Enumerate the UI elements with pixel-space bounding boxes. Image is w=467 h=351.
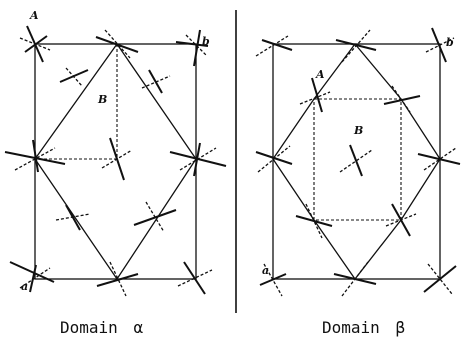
beta-label-b: b	[446, 36, 454, 49]
alpha-molecule-dashes	[14, 29, 217, 297]
alpha-label-b: b	[202, 35, 210, 48]
caption-alpha-symbol: α	[133, 318, 143, 337]
beta-label-a: a	[262, 264, 269, 277]
caption-beta-word: Domain	[322, 318, 380, 337]
alpha-label-A: A	[29, 9, 39, 22]
caption-beta: Domain β	[322, 318, 405, 337]
domain-alpha-panel	[4, 25, 227, 297]
domain-beta-panel	[255, 27, 461, 297]
alpha-label-B: B	[97, 93, 107, 106]
caption-alpha-word: Domain	[60, 318, 118, 337]
caption-beta-symbol: β	[395, 318, 405, 337]
alpha-label-a: a	[21, 280, 28, 293]
beta-dashed-subcell	[313, 98, 402, 221]
alpha-rhombus	[34, 42, 197, 281]
caption-alpha: Domain α	[60, 318, 143, 337]
beta-label-A: A	[315, 68, 325, 81]
beta-molecule-dashes	[255, 29, 457, 297]
beta-label-B: B	[353, 124, 363, 137]
alpha-unit-cell	[34, 43, 197, 280]
